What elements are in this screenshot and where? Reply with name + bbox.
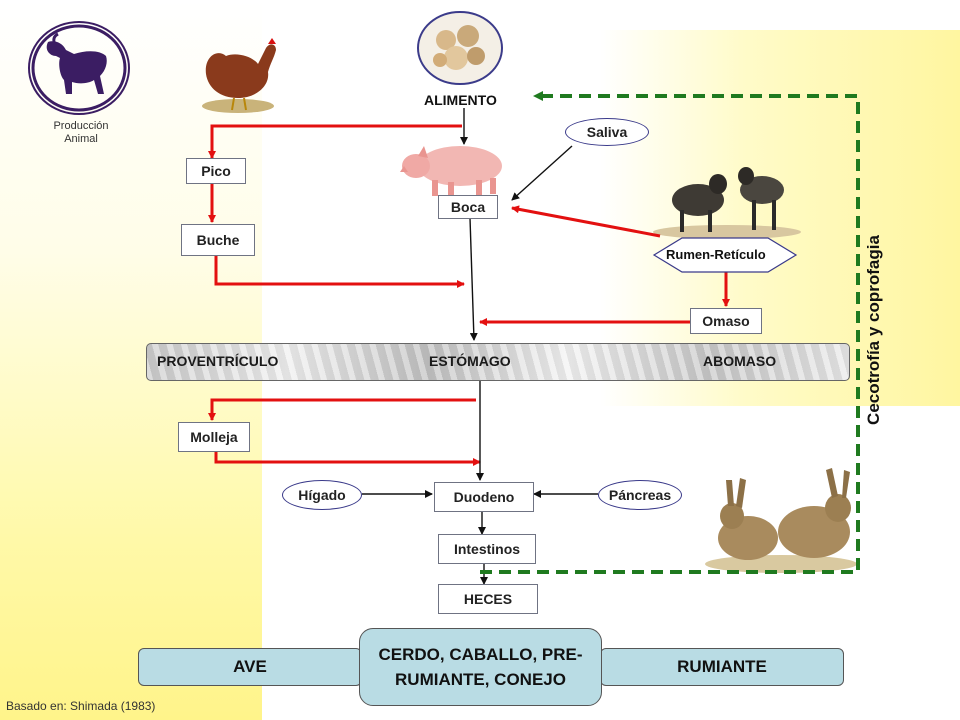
arrow-rumen-to-boca — [511, 205, 661, 238]
ave-tab: AVE — [138, 648, 362, 686]
cerdo-caballo-tab: CERDO, CABALLO, PRE- RUMIANTE, CONEJO — [359, 628, 602, 706]
buche-node: Buche — [181, 224, 255, 256]
cerdo-caballo-line1: CERDO, CABALLO, PRE- — [378, 645, 583, 664]
logo-caption-line1: Producción — [53, 120, 109, 132]
red-arrows — [208, 124, 730, 466]
logo-caption: Producción Animal — [44, 120, 118, 146]
sheep-image — [653, 167, 801, 239]
molleja-node: Molleja — [178, 422, 250, 452]
rumiante-tab: RUMIANTE — [600, 648, 844, 686]
logo-caption-line2: Animal — [64, 133, 98, 145]
proventriculo-label: PROVENTRÍCULO — [157, 353, 279, 369]
abomaso-label: ABOMASO — [703, 353, 777, 369]
arrow-buche-to-stomach — [214, 256, 465, 288]
rumen-node: Rumen-Retículo — [666, 247, 766, 262]
hen-image — [202, 38, 276, 113]
source-note: Basado en: Shimada (1983) — [6, 699, 156, 713]
cecotrofia-label: Cecotrofía y coprofagia — [864, 235, 883, 425]
arrow-molleja-to-duodeno — [214, 452, 481, 466]
heces-node: HECES — [438, 584, 538, 614]
pico-node: Pico — [186, 158, 246, 184]
boca-node: Boca — [438, 195, 498, 219]
alimento-label: ALIMENTO — [424, 92, 497, 108]
arrow-saliva-to-boca — [511, 145, 573, 201]
bull-logo — [28, 21, 130, 115]
stomach-band: PROVENTRÍCULO ESTÓMAGO ABOMASO — [146, 343, 850, 381]
cerdo-caballo-line2: RUMIANTE, CONEJO — [395, 670, 566, 689]
omaso-node: Omaso — [690, 308, 762, 334]
rumen-shape — [652, 237, 798, 273]
arrow-boca-to-stomach — [469, 217, 478, 341]
higado-node: Hígado — [282, 480, 362, 510]
estomago-label: ESTÓMAGO — [429, 353, 511, 369]
arrow-alimento-to-pico — [208, 124, 462, 159]
saliva-node: Saliva — [565, 118, 649, 146]
intestinos-node: Intestinos — [438, 534, 536, 564]
pig-image — [400, 146, 502, 196]
duodeno-node: Duodeno — [434, 482, 534, 512]
rabbits-image — [705, 468, 857, 573]
green-dashed-loop — [480, 91, 860, 574]
arrow-stomach-to-molleja — [208, 398, 476, 421]
pancreas-node: Páncreas — [598, 480, 682, 510]
food-image — [417, 11, 503, 85]
